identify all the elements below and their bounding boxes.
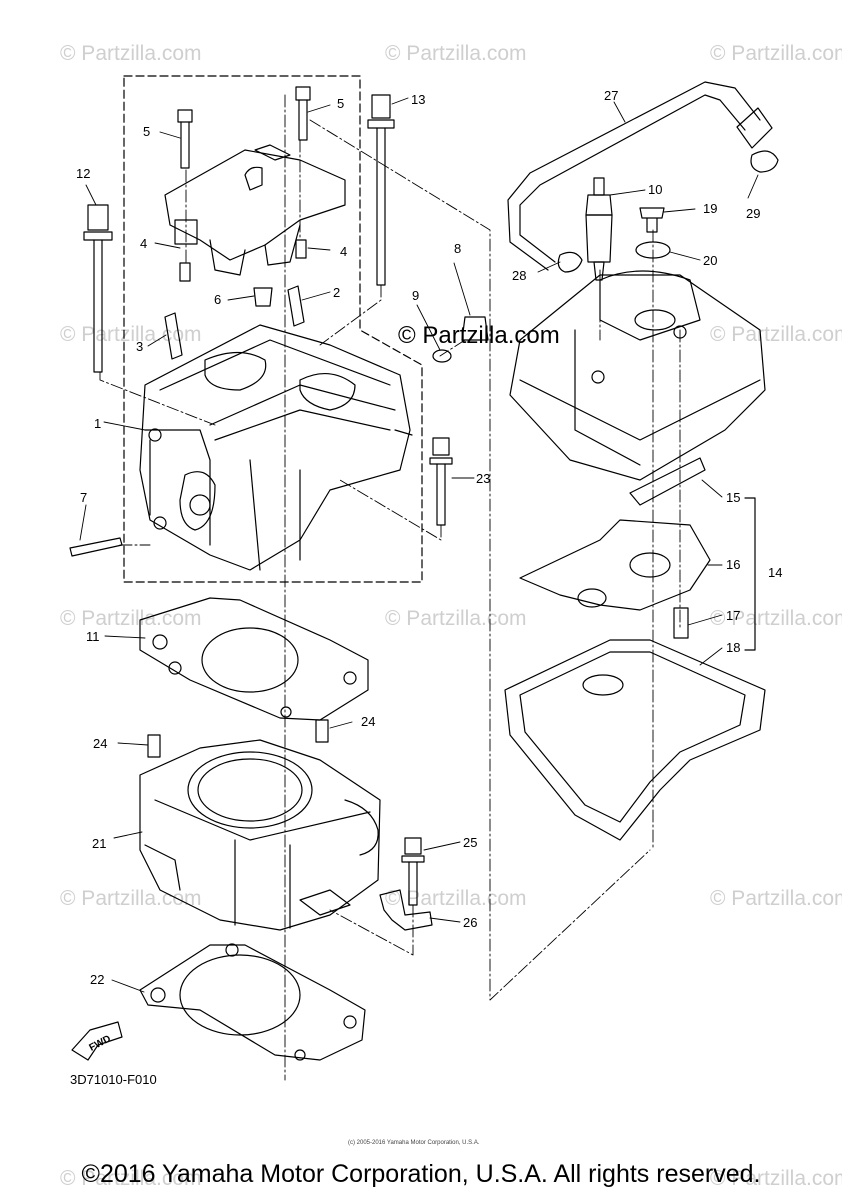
part-6-plug [253,287,273,307]
callout-labels: 1 2 3 4 4 5 5 6 7 8 9 10 11 12 13 14 15 … [76,88,782,1054]
watermark: © Partzilla.com [385,42,527,65]
part-19-bolt [639,207,665,233]
callout-13: 13 [411,92,425,107]
part-21-cylinder [139,739,381,931]
part-24-dowel-right [315,719,329,743]
part-12-bolt [83,204,113,373]
callout-4: 4 [140,236,147,251]
callout-28: 28 [512,268,526,283]
part-25-bolt [401,837,425,906]
part-5-bolt-left [177,109,193,169]
part-8-plug [461,316,489,341]
watermark: © Partzilla.com [710,887,842,910]
callout-8: 8 [454,241,461,256]
callout-26: 26 [463,915,477,930]
head-cover [509,270,766,481]
part-15-plate [629,457,706,506]
callout-1: 1 [94,416,101,431]
callout-5: 5 [337,96,344,111]
part-28-clamp [557,251,583,273]
callout-14: 14 [768,565,782,580]
callout-15: 15 [726,490,740,505]
callout-22: 22 [90,972,104,987]
small-copyright: (c) 2005-2016 Yamaha Motor Corporation, … [348,1140,480,1146]
callout-4: 4 [340,244,347,259]
part-11-gasket [139,597,369,721]
callout-25: 25 [463,835,477,850]
callout-11: 11 [86,629,100,644]
callout-12: 12 [76,166,90,181]
part-4-dowel-left [179,262,191,282]
part-9-washer [432,349,452,363]
watermark: © Partzilla.com [385,607,527,630]
watermark: © Partzilla.com [710,1167,842,1190]
part-5-bolt-right [295,86,311,141]
watermark: © Partzilla.com [60,42,202,65]
callout-10: 10 [648,182,662,197]
part-27-hose [507,81,773,271]
part-18-gasket [504,639,766,841]
part-29-clamp [750,150,779,173]
callout-24: 24 [361,714,375,729]
callout-29: 29 [746,206,760,221]
callout-3: 3 [136,339,143,354]
callout-17: 17 [726,608,740,623]
callout-19: 19 [703,201,717,216]
footer-copyright: ©2016 Yamaha Motor Corporation, U.S.A. A… [81,1160,761,1188]
part-13-bolt [367,94,395,286]
callout-24: 24 [93,736,107,751]
watermark: © Partzilla.com [710,323,842,346]
part-7-stud [69,537,123,557]
part-4-dowel-right [295,239,307,259]
callout-23: 23 [476,471,490,486]
part-1-cylinder-head [139,324,413,571]
callout-2: 2 [333,285,340,300]
watermark: © Partzilla.com [60,1167,202,1190]
cam-holder [164,144,346,276]
callout-21: 21 [92,836,106,851]
part-2-guide [287,285,305,327]
callout-20: 20 [703,253,717,268]
watermark: © Partzilla.com [60,323,202,346]
assembly-dashed-box [123,75,423,583]
part-23-bolt [429,437,453,526]
callout-6: 6 [214,292,221,307]
watermark: © Partzilla.com [385,887,527,910]
part-17-bolt [673,607,689,639]
callout-27: 27 [604,88,618,103]
diagram-code: 3D71010-F010 [70,1072,157,1087]
callout-18: 18 [726,640,740,655]
part-22-gasket [139,943,366,1061]
watermark: © Partzilla.com [710,607,842,630]
part-10-spark-plug [585,177,613,281]
center-watermark: © Partzilla.com [398,322,560,349]
callout-16: 16 [726,557,740,572]
part-26-bracket [379,889,433,931]
callout-7: 7 [80,490,87,505]
part-3-guide [164,312,183,360]
part-16-plate [519,519,711,611]
part-24-dowel-left [147,734,161,758]
watermark: © Partzilla.com [60,607,202,630]
callout-9: 9 [412,288,419,303]
fwd-arrow-icon [71,1021,123,1061]
part-20-grommet [635,241,671,259]
group-14-bracket [744,497,756,651]
watermark: © Partzilla.com [710,42,842,65]
callout-5: 5 [143,124,150,139]
